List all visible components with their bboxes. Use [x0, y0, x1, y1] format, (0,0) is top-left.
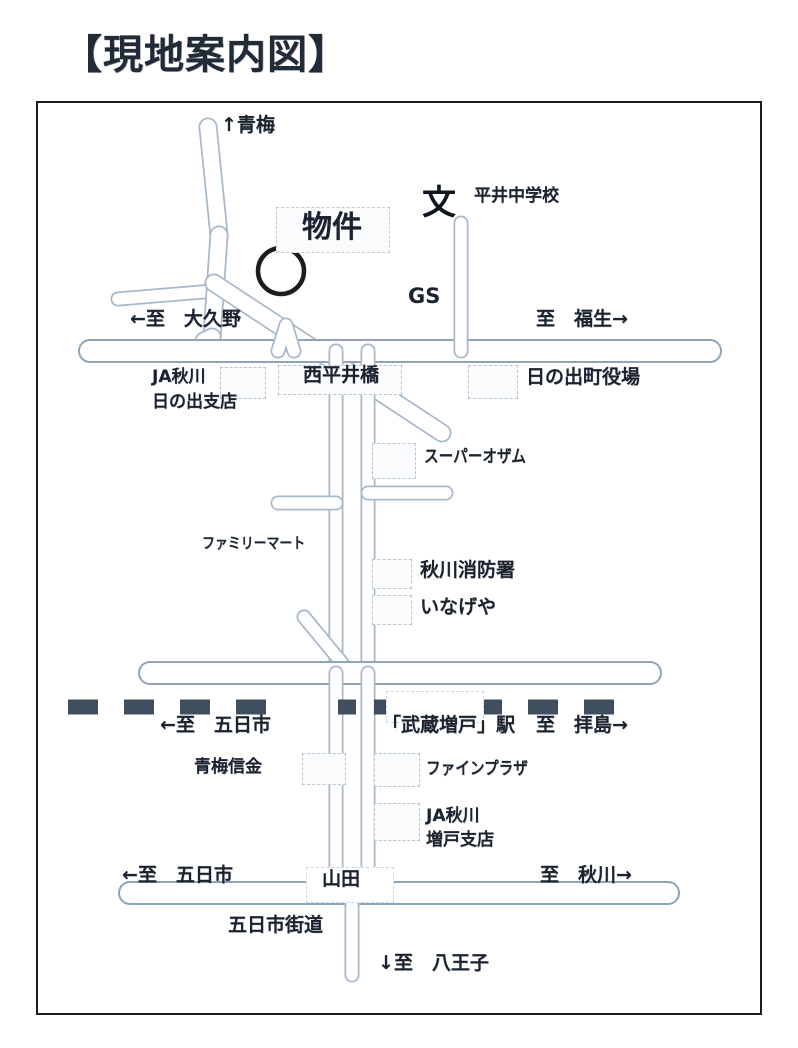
- page-title: 【現地案内図】: [62, 32, 349, 78]
- ja-hinode-label-line1: JA秋川: [152, 367, 206, 387]
- station-label: 「武蔵増戸」駅: [382, 714, 516, 736]
- gas-station-label: GS: [408, 284, 441, 308]
- supermarket-ozam-label: スーパーオザム: [424, 447, 526, 467]
- building-box-bridge: [278, 365, 402, 395]
- school-name-label: 平井中学校: [474, 186, 559, 206]
- building-box-ja-masuko: [374, 803, 420, 841]
- building-box-ome-shinkin: [302, 753, 346, 785]
- road-y-west-spur: [110, 283, 222, 307]
- ja-hinode-label-line2: 日の出支店: [152, 392, 237, 412]
- building-box-inageya: [372, 595, 412, 625]
- fine-plaza-label: ファインプラザ: [426, 759, 528, 779]
- building-box-yamada: [306, 867, 394, 903]
- road-to-ome: [198, 117, 229, 245]
- direction-label-south: ↓至 八王子: [378, 952, 489, 974]
- direction-label-west-rail: ←至 五日市: [160, 714, 271, 736]
- town-hall-label: 日の出町役場: [526, 366, 641, 388]
- property-label-box: [276, 207, 390, 253]
- fire-station-label: 秋川消防署: [420, 559, 516, 581]
- property-label: 物件: [302, 210, 362, 245]
- direction-label-east-upper: 至 福生→: [536, 308, 628, 330]
- road-bridge-ramp: [270, 317, 302, 359]
- map-road-network: .road { fill: none; stroke: #9fb2c6; str…: [68, 117, 722, 983]
- map-frame: .road { fill: none; stroke: #9fb2c6; str…: [36, 101, 762, 1015]
- ome-shinkin-label: 青梅信金: [194, 757, 262, 777]
- building-box-ja-hinode: [220, 367, 266, 399]
- building-box-fine-plaza: [374, 753, 420, 787]
- inageya-label: いなげや: [420, 596, 497, 618]
- direction-label-west-lower: ←至 五日市: [122, 864, 233, 886]
- family-mart-label: ファミリーマート: [202, 534, 306, 552]
- building-box-station: [386, 691, 484, 723]
- direction-label-east-lower: 至 秋川→: [540, 864, 632, 886]
- ja-masuko-label-line1: JA秋川: [426, 806, 480, 826]
- road-diagonal-station-connector: [296, 609, 350, 671]
- direction-label-west-upper: ←至 大久野: [130, 308, 241, 330]
- bridge-label: 西平井橋: [303, 364, 380, 386]
- direction-label-east-rail: 至 拝島→: [536, 714, 628, 736]
- building-box-fire-station: [372, 559, 412, 589]
- building-box-ozam: [372, 443, 416, 479]
- intersection-yamada-label: 山田: [322, 868, 361, 890]
- school-symbol: 文: [422, 183, 456, 223]
- building-box-town-hall: [468, 365, 518, 399]
- property-circle-marker: [255, 245, 307, 297]
- direction-label-north: ↑青梅: [221, 114, 275, 136]
- ja-masuko-label-line2: 増戸支店: [426, 830, 494, 850]
- itsukaichi-kaido-label: 五日市街道: [228, 914, 324, 936]
